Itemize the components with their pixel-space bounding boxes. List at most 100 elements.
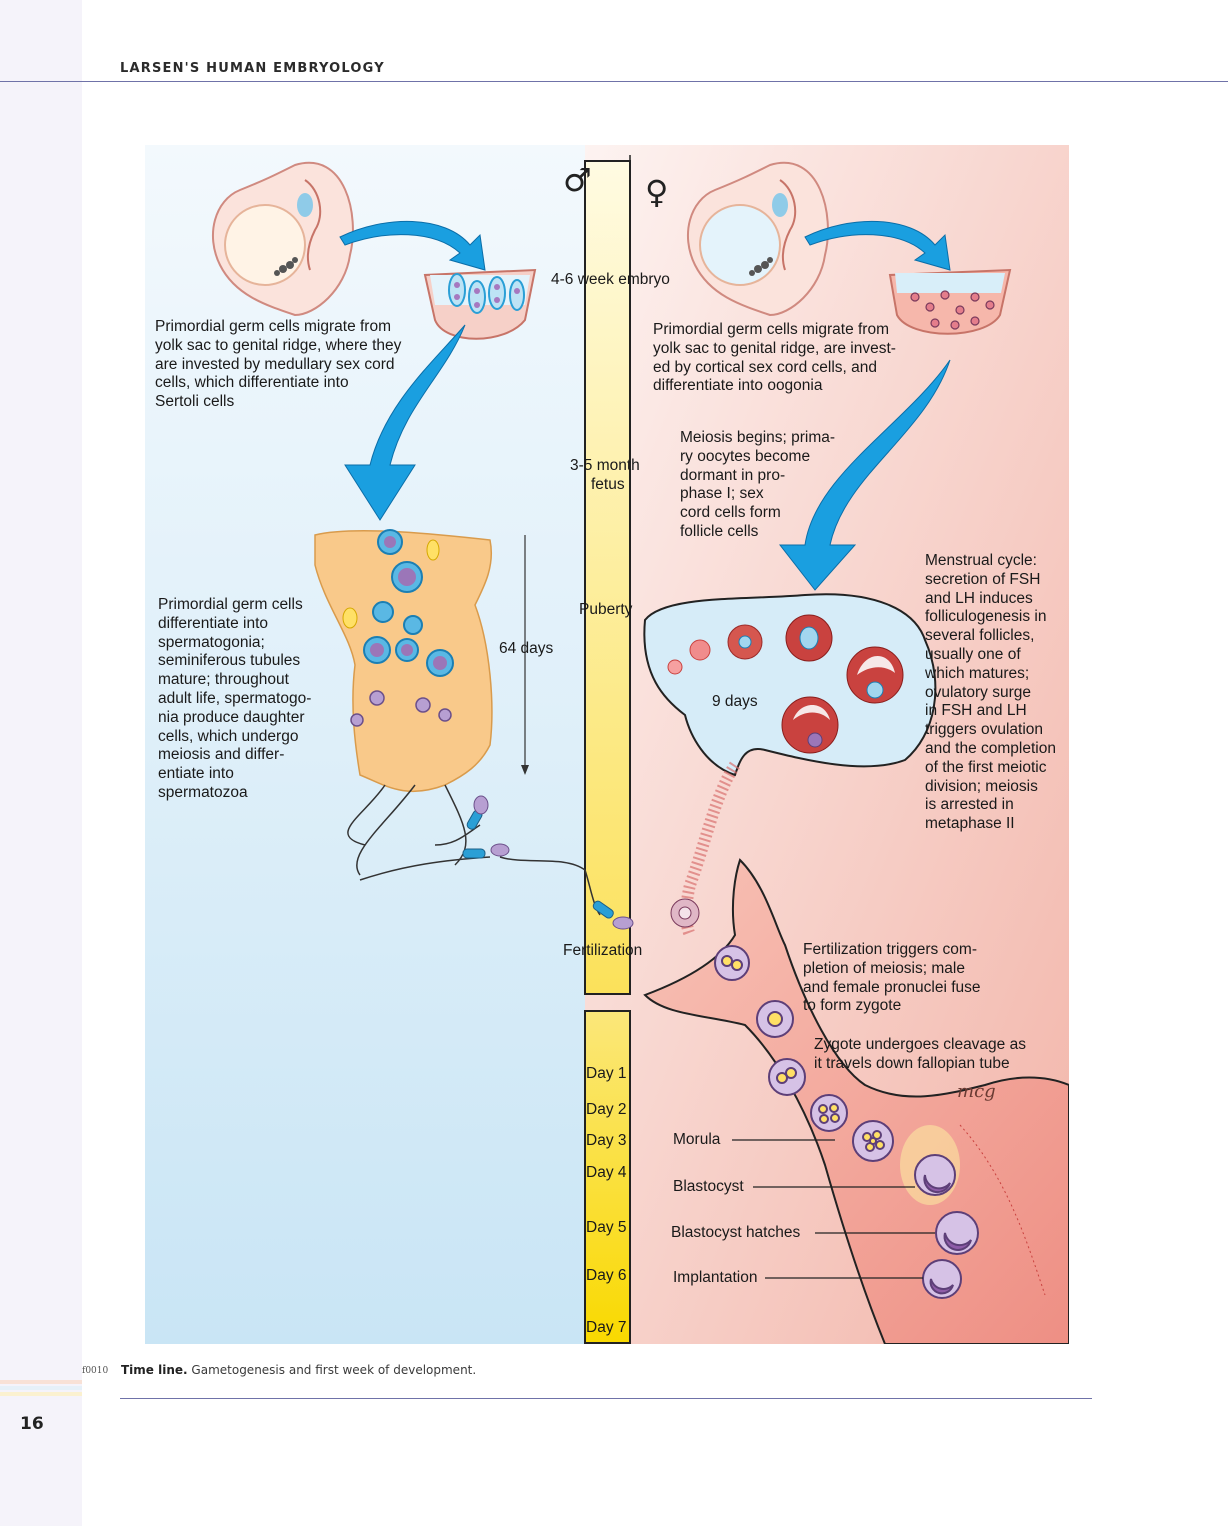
text-line: metaphase II	[925, 815, 1015, 833]
text-line: in FSH and LH	[925, 702, 1027, 720]
spermatozoa-illustration	[359, 795, 634, 930]
female-meiosis-text: Meiosis begins; prima- ry oocytes become…	[680, 429, 835, 542]
caption-title: Time line.	[121, 1363, 188, 1377]
caption-text: Gametogenesis and first week of developm…	[191, 1363, 477, 1377]
differentiation-arrow-female	[778, 359, 951, 591]
text-line: yolk sac to genital ridge, are invest-	[653, 339, 896, 357]
text-line: meiosis and differ-	[158, 746, 285, 764]
text-line: pletion of meiosis; male	[803, 959, 965, 977]
female-migration-text: Primordial germ cells migrate from yolk …	[653, 321, 896, 396]
text-line: several follicles,	[925, 627, 1035, 645]
text-line: Sertoli cells	[155, 393, 235, 411]
text-line: follicle cells	[680, 522, 759, 540]
text-line: Primordial germ cells	[158, 596, 303, 613]
label-blastocyst: Blastocyst	[673, 1178, 744, 1195]
figure-artwork: ♂ ♀	[145, 145, 1069, 1344]
text-line: cells, which differentiate into	[155, 374, 349, 392]
text-line: cord cells form	[680, 504, 781, 522]
text-line: Meiosis begins; prima-	[680, 429, 836, 446]
day-3: Day 3	[586, 1132, 627, 1149]
text-line: ed by cortical sex cord cells, and	[653, 358, 877, 376]
ovary-follicles-illustration	[643, 593, 937, 938]
stage-month: 3-5 month	[570, 457, 640, 474]
text-line: ovulatory surge	[925, 683, 1031, 701]
female-genital-ridge	[888, 268, 1012, 335]
text-line: Primordial germ cells migrate from	[653, 321, 889, 338]
text-line: seminiferous tubules	[158, 652, 301, 670]
figure-caption: Time line. Gametogenesis and first week …	[121, 1363, 476, 1377]
follicle-duration: 9 days	[712, 693, 758, 710]
text-line: triggers ovulation	[925, 721, 1044, 739]
day-6: Day 6	[586, 1267, 627, 1284]
artist-signature: mcg	[957, 1081, 996, 1102]
text-line: phase I; sex	[680, 485, 764, 503]
timeline-bar-upper	[584, 160, 631, 995]
male-symbol: ♂	[563, 161, 592, 199]
text-line: entiate into	[158, 765, 234, 783]
stage-embryo: 4-6 week embryo	[551, 271, 670, 288]
stage-puberty: Puberty	[579, 601, 633, 618]
fallopian-tube-uterus-illustration	[643, 858, 1069, 1344]
male-embryo-illustration	[211, 161, 354, 317]
day-2: Day 2	[586, 1101, 627, 1118]
male-migration-text: Primordial germ cells migrate from yolk …	[155, 318, 401, 412]
male-genital-ridge	[423, 268, 537, 340]
fertilization-text: Fertilization triggers com- pletion of m…	[803, 941, 981, 1016]
day-4: Day 4	[586, 1164, 627, 1181]
text-line: folliculogenesis in	[925, 608, 1047, 626]
text-line: it travels down fallopian tube	[814, 1054, 1010, 1072]
figure-id: f0010	[82, 1366, 109, 1376]
differentiation-arrow-male	[344, 324, 466, 521]
text-line: cells, which undergo	[158, 727, 299, 745]
text-line: secretion of FSH	[925, 570, 1041, 588]
text-line: to form zygote	[803, 997, 902, 1015]
day-5: Day 5	[586, 1219, 627, 1236]
text-line: and the completion	[925, 739, 1056, 757]
day-7: Day 7	[586, 1319, 627, 1336]
text-line: mature; throughout	[158, 671, 289, 689]
text-line: usually one of	[925, 645, 1021, 663]
seminiferous-tubule-illustration	[314, 529, 493, 876]
text-line: of the first meiotic	[925, 758, 1047, 776]
text-line: is arrested in	[925, 796, 1014, 814]
text-line: Primordial germ cells migrate from	[155, 318, 391, 335]
migration-arrow-male	[339, 220, 486, 271]
margin-color-stripe	[0, 1392, 82, 1396]
footer-rule	[120, 1398, 1092, 1399]
text-line: yolk sac to genital ridge, where they	[155, 336, 402, 354]
text-line: dormant in pro-	[680, 466, 786, 484]
text-line: which matures;	[925, 664, 1030, 682]
margin-color-stripe	[0, 1380, 82, 1384]
spermatogenesis-duration: 64 days	[499, 640, 554, 657]
female-symbol: ♀	[645, 173, 668, 211]
text-line: Fertilization triggers com-	[803, 941, 977, 958]
text-line: and LH induces	[925, 589, 1033, 607]
text-line: and female pronuclei fuse	[803, 978, 981, 996]
label-blastocyst-hatches: Blastocyst hatches	[671, 1224, 801, 1241]
text-line: adult life, spermatogo-	[158, 689, 312, 707]
text-line: spermatozoa	[158, 783, 248, 801]
running-title: LARSEN'S HUMAN EMBRYOLOGY	[120, 61, 385, 76]
day-1: Day 1	[586, 1065, 627, 1082]
page-number: 16	[20, 1414, 44, 1434]
migration-arrow-female	[804, 220, 951, 271]
text-line: spermatogonia;	[158, 633, 265, 651]
cleavage-text: Zygote undergoes cleavage as it travels …	[814, 1036, 1026, 1074]
female-embryo-illustration	[686, 161, 829, 317]
timeline-bar-days	[584, 1010, 631, 1344]
text-line: Zygote undergoes cleavage as	[814, 1036, 1026, 1053]
stage-fetus: fetus	[591, 476, 625, 493]
page-margin-band	[0, 0, 82, 1526]
label-implantation: Implantation	[673, 1269, 758, 1286]
text-line: Menstrual cycle:	[925, 552, 1037, 569]
text-line: division; meiosis	[925, 777, 1038, 795]
text-line: ry oocytes become	[680, 447, 811, 465]
timeline-figure: ♂ ♀ 4-6 week embryo 3-5 month fetus Pube…	[145, 145, 1069, 1344]
text-line: differentiate into	[158, 614, 269, 632]
text-line: are invested by medullary sex cord	[155, 355, 395, 373]
menstrual-cycle-text: Menstrual cycle: secretion of FSH and LH…	[925, 552, 1056, 834]
header-rule	[0, 81, 1228, 82]
text-line: nia produce daughter	[158, 708, 305, 726]
label-morula: Morula	[673, 1131, 721, 1148]
male-spermatogenesis-text: Primordial germ cells differentiate into…	[158, 596, 311, 803]
